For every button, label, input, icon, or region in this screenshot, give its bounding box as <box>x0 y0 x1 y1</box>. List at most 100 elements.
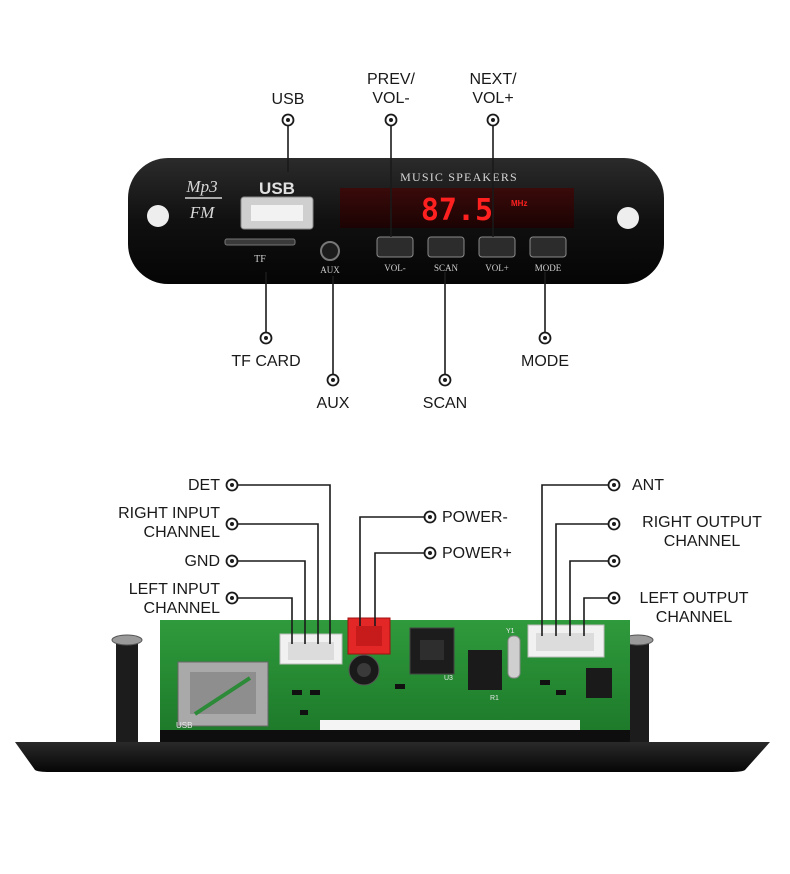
label-right-input-line2: CHANNEL <box>143 524 220 541</box>
callout-dot-power-plus <box>423 546 437 560</box>
label-usb: USB <box>271 91 305 108</box>
smd-part <box>292 690 302 695</box>
label-left-input-channel: LEFT INPUT CHANNEL <box>60 580 220 618</box>
callout-line-ant <box>541 484 608 636</box>
mount-hole-right <box>617 207 639 229</box>
mount-hole-left <box>147 205 169 227</box>
label-left-output-line1: LEFT OUTPUT <box>639 590 749 607</box>
label-right-output-line2: CHANNEL <box>663 533 741 550</box>
label-right-output-line1: RIGHT OUTPUT <box>642 514 762 531</box>
vol-minus-button[interactable] <box>376 236 414 258</box>
label-scan: SCAN <box>422 395 468 412</box>
board-base-panel <box>15 742 770 772</box>
callout-dot-mode <box>538 331 552 345</box>
callout-line-left-input <box>238 597 293 644</box>
usb-port-tongue <box>251 205 303 221</box>
panel-header-text: MUSIC SPEAKERS <box>400 170 518 184</box>
vol-plus-button[interactable] <box>478 236 516 258</box>
callout-line-det <box>238 484 331 644</box>
amp-chip <box>586 668 612 698</box>
board-u3-silk: U3 <box>444 675 453 682</box>
label-tf-card: TF CARD <box>231 353 301 370</box>
label-left-output-line2: CHANNEL <box>655 609 733 626</box>
tf-slot[interactable] <box>224 238 296 246</box>
led-display <box>340 188 574 228</box>
label-next-line2: VOL+ <box>472 90 514 107</box>
callout-line-gnd-output <box>569 560 608 636</box>
smd-part <box>540 680 550 685</box>
label-aux: AUX <box>316 395 350 412</box>
label-prev-line1: PREV/ <box>366 71 415 88</box>
front-panel: Mp3 FM USB TF AUX MUSIC SPEAKERS 87.5 MH… <box>128 158 664 284</box>
scan-button[interactable] <box>427 236 465 258</box>
label-right-input-line1: RIGHT INPUT <box>118 505 220 522</box>
callout-dot-right-input <box>225 517 239 531</box>
board-r1-silk: R1 <box>490 695 499 702</box>
output-header-slot <box>536 633 594 651</box>
display-strip <box>320 720 580 730</box>
label-prev-line2: VOL- <box>372 90 410 107</box>
label-mode: MODE <box>521 353 569 370</box>
aux-jack-label: AUX <box>320 265 340 275</box>
label-det: DET <box>188 477 220 494</box>
display-unit: MHz <box>511 199 527 208</box>
scan-button-label: SCAN <box>434 263 459 273</box>
label-next-vol-plus: NEXT/ VOL+ <box>453 70 533 108</box>
smd-part <box>395 684 405 689</box>
callout-dot-power-minus <box>423 510 437 524</box>
callout-line-gnd <box>238 560 306 644</box>
label-power-plus: POWER+ <box>442 545 512 562</box>
label-prev-vol-minus: PREV/ VOL- <box>351 70 431 108</box>
smd-part <box>300 710 308 715</box>
label-left-input-line2: CHANNEL <box>143 600 220 617</box>
smd-part <box>310 690 320 695</box>
brand-logo-bottom: FM <box>189 203 215 222</box>
inductor-marking <box>420 640 444 660</box>
input-header-slot <box>288 642 334 660</box>
label-right-input-channel: RIGHT INPUT CHANNEL <box>60 504 220 542</box>
smd-part <box>556 690 566 695</box>
callout-dot-aux <box>326 373 340 387</box>
callout-dot-gnd-output <box>607 554 621 568</box>
front-callout-dots <box>259 113 552 387</box>
aux-jack[interactable] <box>320 241 340 261</box>
standoff-right <box>627 640 649 742</box>
callout-line-left-output <box>583 597 608 636</box>
callout-dot-next <box>486 113 500 127</box>
board-y1-silk: Y1 <box>506 628 515 635</box>
label-left-input-line1: LEFT INPUT <box>128 581 220 598</box>
callout-dot-ant <box>607 478 621 492</box>
vol-minus-button-label: VOL- <box>384 263 406 273</box>
crystal <box>507 635 521 679</box>
callout-line-power-minus <box>359 516 424 626</box>
brand-logo-top: Mp3 <box>185 177 217 196</box>
label-next-line1: NEXT/ <box>469 71 517 88</box>
tf-slot-label: TF <box>254 254 266 265</box>
callout-dot-usb <box>281 113 295 127</box>
label-ant: ANT <box>632 477 664 494</box>
callout-dot-scan <box>438 373 452 387</box>
callout-dot-prev <box>384 113 398 127</box>
display-frequency: 87.5 <box>421 193 493 228</box>
usb-port-label: USB <box>259 179 295 198</box>
board-usb-silk: USB <box>176 721 192 730</box>
callout-dot-tf <box>259 331 273 345</box>
callout-line-right-output <box>555 523 608 636</box>
main-chip <box>468 650 502 690</box>
vol-plus-button-label: VOL+ <box>485 263 509 273</box>
board-assembly: USB U3 Y1 R1 <box>15 617 770 772</box>
mode-button[interactable] <box>529 236 567 258</box>
front-callout-lines <box>265 126 546 374</box>
callout-dot-right-output <box>607 517 621 531</box>
capacitor-top <box>357 663 371 677</box>
label-gnd: GND <box>184 553 220 570</box>
pcb-back-edge <box>160 730 630 742</box>
board-callout-lines <box>238 484 608 644</box>
standoff-left-nut <box>111 634 143 646</box>
board-usb-mark <box>193 676 252 716</box>
board-callout-dots <box>225 478 621 605</box>
label-right-output-channel: RIGHT OUTPUT CHANNEL <box>626 513 778 551</box>
callout-dot-det <box>225 478 239 492</box>
